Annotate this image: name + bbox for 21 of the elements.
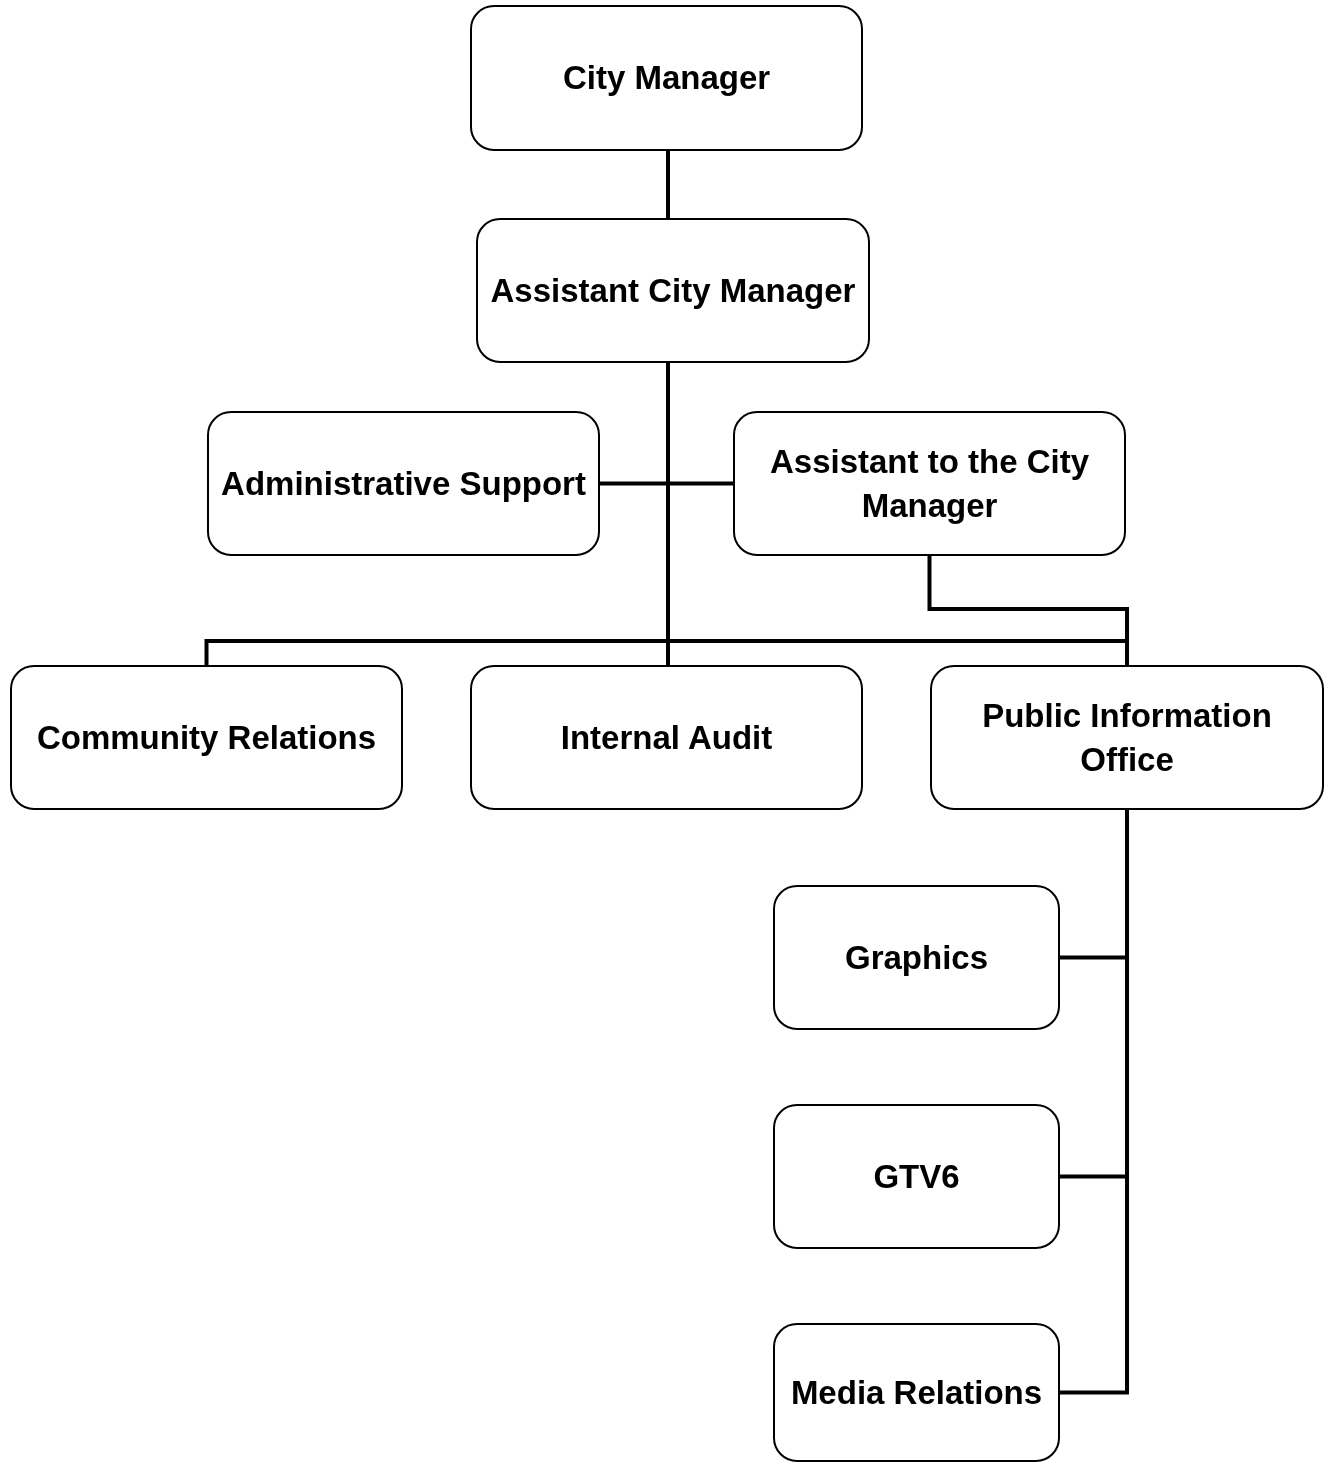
unit-name: GTV6 xyxy=(872,1156,961,1197)
unit-name: Administrative Support xyxy=(220,463,587,504)
unit-name: Community Relations xyxy=(35,717,378,758)
unit-name: Assistant to the City Manager xyxy=(768,441,1090,526)
unit-name: Internal Audit xyxy=(559,717,774,758)
org-unit-box xyxy=(470,5,863,151)
org-unit-box xyxy=(476,218,870,363)
org-unit-box xyxy=(733,411,1126,556)
org-unit-box xyxy=(773,885,1060,1030)
unit-name: City Manager xyxy=(561,58,772,98)
unit-name: Media Relations xyxy=(789,1372,1044,1413)
org-unit-box xyxy=(773,1323,1060,1462)
unit-name: Assistant City Manager xyxy=(489,270,857,311)
org-unit-box xyxy=(930,665,1324,810)
org-unit-box xyxy=(10,665,403,810)
connector-line xyxy=(666,151,670,218)
unit-name: Public Information Office xyxy=(981,695,1273,780)
org-unit-box xyxy=(207,411,600,556)
unit-name: Graphics xyxy=(843,937,990,978)
org-unit-box xyxy=(773,1104,1060,1249)
org-unit-box xyxy=(470,665,863,810)
